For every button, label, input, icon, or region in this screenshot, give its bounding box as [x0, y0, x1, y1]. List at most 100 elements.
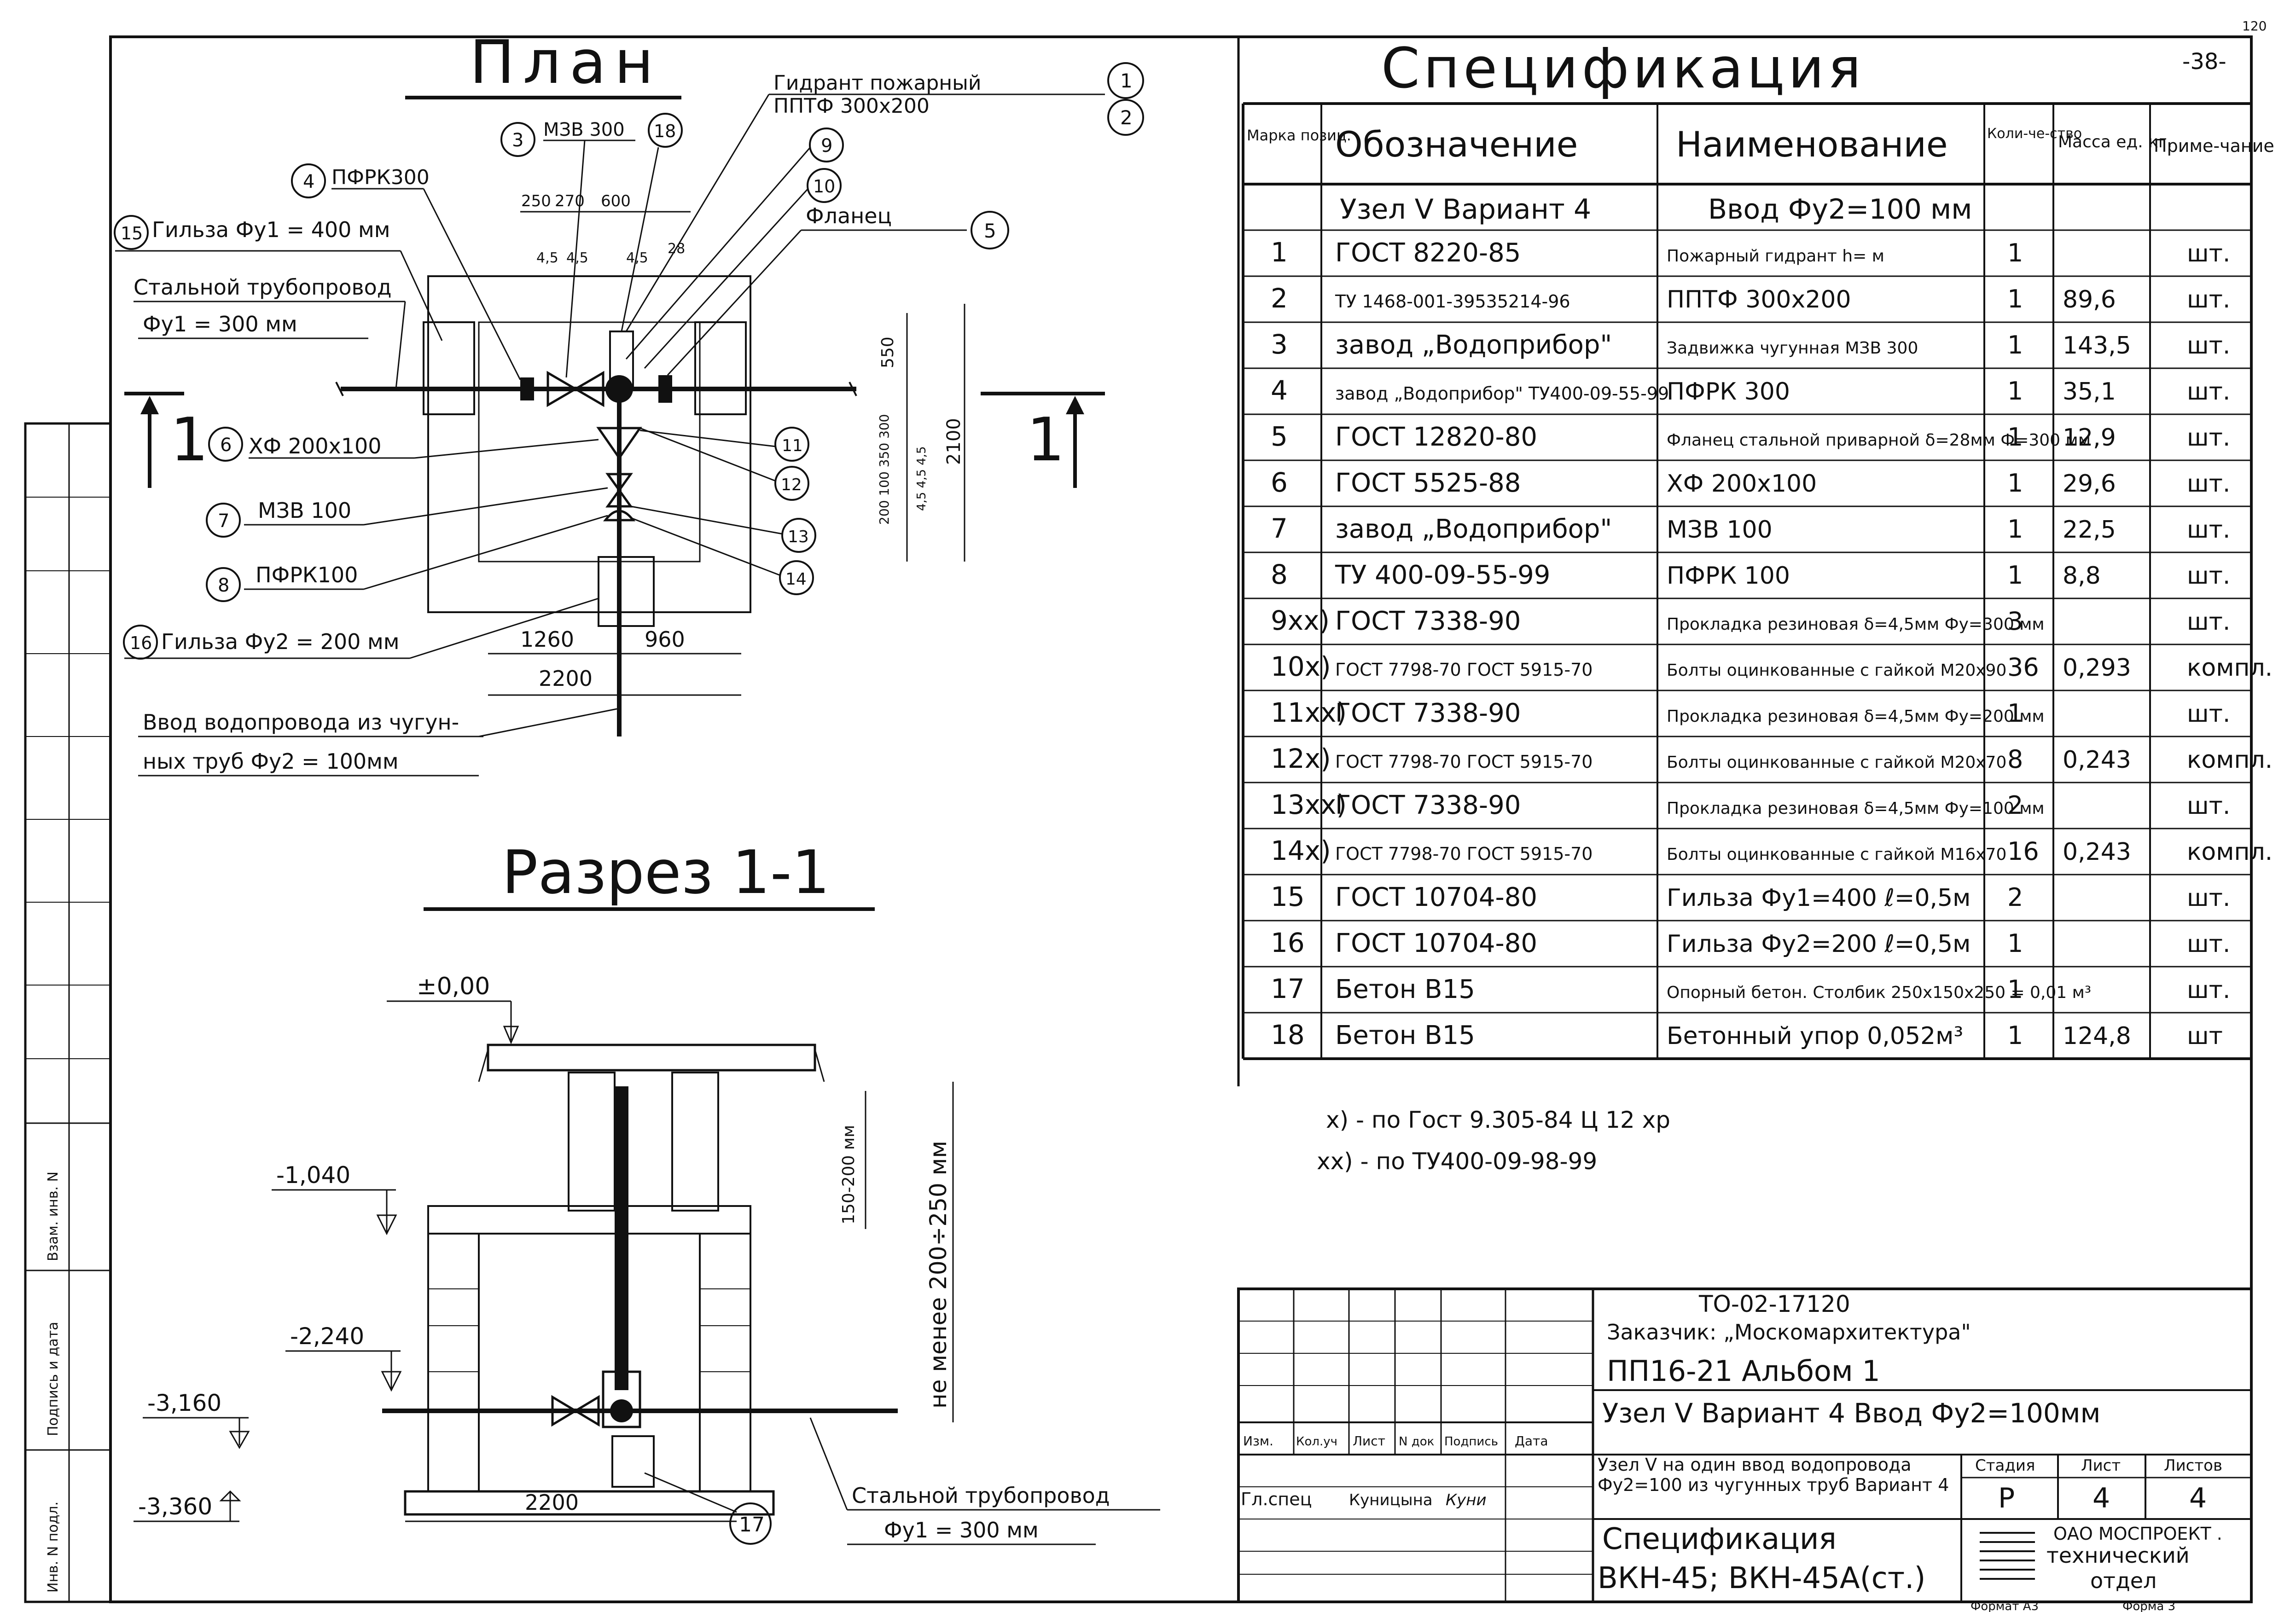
level-2240: -2,240: [290, 1323, 364, 1350]
stamp-col-sign: Подпись: [1444, 1435, 1498, 1449]
spec-row-pos: 9xx): [1271, 605, 1330, 636]
stamp-form: Форма 3: [2122, 1600, 2175, 1612]
spec-header-designation: Обозначение: [1335, 124, 1578, 165]
strip-label-signature-date: Подпись и дата: [45, 1322, 61, 1437]
spec-row-name: ПФРК 100: [1667, 562, 1790, 590]
spec-row-designation: Бетон В15: [1335, 974, 1475, 1004]
callout-16-num: 16: [130, 633, 152, 653]
stamp-col-list: Лист: [1353, 1433, 1385, 1449]
section-mark-right: 1: [1027, 405, 1065, 475]
callout-2-text: ППТФ 300х200: [773, 94, 930, 118]
spec-row-designation: ГОСТ 7798-70 ГОСТ 5915-70: [1335, 660, 1593, 680]
dim-200-100-350-300: 200 100 350 300: [877, 414, 892, 525]
spec-row-designation: завод „Водоприбор": [1335, 330, 1612, 360]
callout-5-num: 5: [984, 220, 996, 242]
spec-row-designation: ГОСТ 7798-70 ГОСТ 5915-70: [1335, 752, 1593, 772]
callout-9-num: 9: [821, 135, 832, 157]
spec-row-qty: 1: [2007, 1021, 2023, 1050]
spec-row-name: ПФРК 300: [1667, 378, 1790, 406]
spec-row-designation: ГОСТ 7338-90: [1335, 606, 1521, 636]
stamp-sheet-title: Спецификация: [1602, 1522, 1837, 1556]
callout-13-num: 13: [788, 528, 809, 546]
stamp-album: ПП16-21 Альбом 1: [1607, 1354, 1880, 1388]
spec-row-name: Прокладка резиновая δ=4,5мм Фу=300 мм: [1667, 615, 2045, 634]
stamp-person: Куницына: [1349, 1491, 1433, 1509]
spec-row-mass: 89,6: [2063, 286, 2116, 313]
spec-row-pos: 5: [1271, 421, 1288, 452]
callout-5-text: Фланец: [806, 203, 892, 228]
spec-row-pos: 11xx): [1271, 697, 1347, 728]
spec-row-qty: 3: [2007, 607, 2023, 636]
org-logo: [1980, 1532, 2035, 1580]
spec-row-note: шт.: [2187, 424, 2230, 452]
callout-4-text: ПФРК300: [331, 166, 430, 189]
spec-row-note: компл.: [2187, 838, 2273, 866]
dim-600: 600: [601, 192, 631, 210]
stamp-sheet: 4: [2093, 1482, 2110, 1514]
spec-row-designation: ТУ 1468-001-39535214-96: [1335, 291, 1570, 312]
spec-row-name: Прокладка резиновая δ=4,5мм Фу=200 мм: [1667, 707, 2045, 726]
dim-2200-plan: 2200: [539, 666, 593, 691]
spec-row-name: Болты оцинкованные с гайкой М20х70: [1667, 753, 2006, 772]
spec-row-note: шт.: [2187, 378, 2230, 406]
spec-row-mass: 35,1: [2063, 378, 2116, 406]
spec-row-qty: 2: [2007, 883, 2023, 912]
spec-row-pos: 3: [1271, 329, 1288, 360]
spec-row-designation: ГОСТ 10704-80: [1335, 928, 1537, 958]
spec-row-pos: 16: [1271, 927, 1305, 958]
spec-row-mass: 8,8: [2063, 562, 2101, 590]
callout-15-num: 15: [121, 223, 143, 244]
callout-15-text: Гильза Фу1 = 400 мм: [152, 217, 390, 242]
callout-8-text: ПФРК100: [256, 562, 358, 587]
section-levels: ±0,00 -1,040 -2,240 -3,160 -3,360: [134, 973, 519, 1522]
spec-row-mass: 0,243: [2063, 746, 2131, 774]
spec-row-mass: 143,5: [2063, 332, 2131, 360]
spec-row-name: Прокладка резиновая δ=4,5мм Фу=100 мм: [1667, 799, 2045, 818]
spec-row-designation: завод „Водоприбор": [1335, 514, 1612, 544]
spec-row-name: Гильза Фу1=400 ℓ=0,5м: [1667, 884, 1970, 912]
stamp-signature: Куни: [1446, 1491, 1487, 1509]
stamp-col-date: Дата: [1515, 1433, 1548, 1449]
spec-row-pos: 13xx): [1271, 789, 1347, 820]
spec-group-name: Ввод Фу2=100 мм: [1708, 193, 1972, 226]
spec-row-mass: 29,6: [2063, 470, 2116, 498]
spec-footnote-1: x) - по Гост 9.305-84 Ц 12 хр: [1326, 1107, 1670, 1133]
spec-row-pos: 7: [1271, 513, 1288, 544]
spec-row-note: шт.: [2187, 562, 2230, 590]
inlet-line1: Ввод водопровода из чугун-: [143, 710, 459, 735]
callout-17-num: 17: [739, 1513, 765, 1537]
spec-row-name: ХФ 200х100: [1667, 470, 1817, 498]
callout-3-num: 3: [512, 130, 523, 151]
spec-row-qty: 1: [2007, 469, 2023, 498]
callout-7-num: 7: [218, 510, 229, 532]
spec-row-designation: завод „Водоприбор" ТУ400-09-55-99: [1335, 383, 1669, 404]
spec-header-name: Наименование: [1676, 124, 1948, 165]
spec-row-note: компл.: [2187, 746, 2273, 774]
callout-12-num: 12: [781, 475, 802, 494]
spec-row-pos: 17: [1271, 973, 1305, 1004]
dim-550: 550: [878, 336, 897, 368]
title-block: Изм. Кол.уч Лист N док Подпись Дата Гл.с…: [1237, 1287, 2253, 1612]
inlet-line2: ных труб Фу2 = 100мм: [143, 749, 399, 774]
spec-row-name: ППТФ 300х200: [1667, 286, 1851, 313]
spec-row-name: Фланец стальной приварной δ=28мм Ф=300 м…: [1667, 431, 2091, 450]
stamp-col-izm: Изм.: [1243, 1433, 1273, 1449]
spec-row-note: шт.: [2187, 930, 2230, 958]
stamp-org-2: технический: [2046, 1543, 2190, 1568]
spec-row-note: шт.: [2187, 792, 2230, 820]
stamp-sheet-label: Лист: [2081, 1456, 2121, 1475]
callout-3-text: МЗВ 300: [543, 119, 625, 140]
spec-row-designation: ГОСТ 5525-88: [1335, 468, 1521, 498]
level-3160: -3,160: [147, 1390, 221, 1416]
stamp-role: Гл.спец: [1241, 1489, 1312, 1509]
spec-row-note: шт.: [2187, 516, 2230, 544]
stamp-node: Узел V Вариант 4 Ввод Фу2=100мм: [1602, 1397, 2100, 1429]
callout-16-text: Гильза Фу2 = 200 мм: [161, 629, 399, 654]
stamp-format: Формат А3: [1970, 1600, 2039, 1612]
callout-4-num: 4: [303, 171, 314, 192]
spec-row-name: Опорный бетон. Столбик 250х150х250 = 0,0…: [1667, 983, 2091, 1002]
strip-label-original-inv: Инв. N подл.: [45, 1502, 61, 1593]
